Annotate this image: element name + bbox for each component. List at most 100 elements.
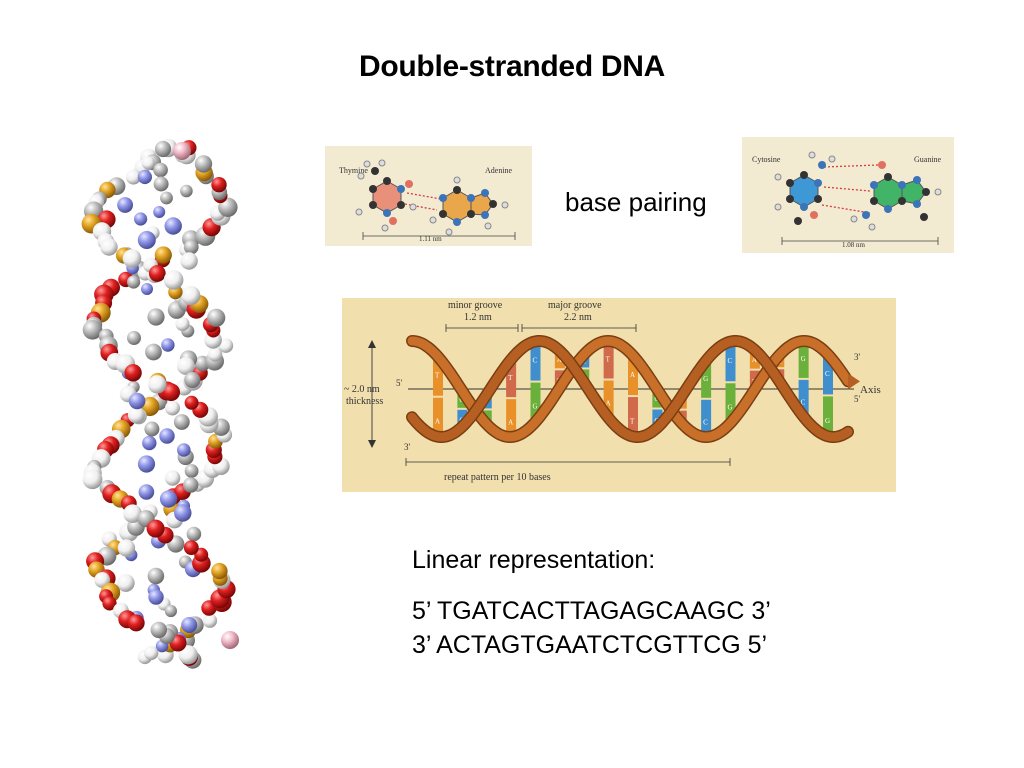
adenine-label: Adenine [485,166,513,175]
hydrogen-atom [123,504,142,523]
base-letter: C [825,370,830,378]
nitrogen-atom [164,217,182,235]
base-pairing-label: base pairing [565,187,707,217]
base-letter: A [606,400,611,408]
base-letter: G [801,355,806,363]
double-helix-diagram: minor groove 1.2 nm major groove 2.2 nm … [342,298,896,492]
cytosine-ring [789,174,819,208]
carbon-atom [207,308,226,327]
carbon-atom [173,414,190,430]
nitrogen-atom [174,504,192,522]
terminal-atom [221,631,239,649]
nitrogen-atom [153,206,166,218]
base-pair-rung: TA [506,359,517,437]
end-label-top-right: 3' [854,352,861,362]
hydrogen-atom [116,574,135,592]
hydrogen-atom [127,406,145,424]
cg-distance-label: 1.08 nm [842,241,866,249]
major-groove-value: 2.2 nm [564,312,592,323]
nitrogen-atom [117,197,133,213]
carbon-atom [127,331,141,345]
nitrogen-atom [181,617,198,633]
carbon-atom [186,526,202,542]
hydrogen-atom [148,375,167,394]
hydrogen-atom [100,238,118,256]
carbon-atom [184,371,201,389]
base-letter: C [728,357,733,365]
thymine-adenine-pair-figure: Thymine Adenine [325,146,532,246]
hydrogen-atom [177,357,195,375]
base-pair-rung: CG [823,354,833,437]
carbon-atom [147,308,165,326]
nitrogen-atom [137,455,156,473]
backbone-strand-1 [406,334,854,444]
nitrogen-atom [137,169,152,185]
base-letter: A [557,356,562,364]
nitrogen-atom [159,428,175,444]
hydrogen-atom [125,169,141,185]
base-letter: C [703,419,708,427]
end-label-bottom-right: 5' [854,394,861,404]
carbon-atom [164,604,177,618]
base-pair-rung: TA [433,356,443,437]
base-pair-rung: TA [603,341,614,419]
base-letter: T [606,355,611,363]
base-letter: T [508,374,513,382]
base-pair-rung: AT [628,355,638,437]
hydrogen-atom [175,317,190,331]
minor-groove-value: 1.2 nm [464,312,492,323]
end-label-top-left: 5' [396,378,403,388]
sugar-phosphate-backbones [406,334,860,444]
hydrogen-atom [165,400,180,416]
base-letter: A [435,418,440,426]
page-title: Double-stranded DNA [359,50,665,83]
oxygen-atom [148,265,166,282]
thymine-ring [372,180,402,214]
carbon-atom [150,621,167,639]
oxygen-atom [127,614,145,632]
nitrogen-atom [161,338,175,352]
nitrogen-atom [134,212,148,226]
hydrogen-atom [207,347,223,362]
carbon-atom [154,140,172,158]
base-letter: G [825,417,830,425]
nitrogen-atom [177,443,191,457]
carbon-atom [153,176,169,192]
nitrogen-atom [137,231,156,249]
carbon-atom [160,191,173,205]
guanine-ring [873,176,903,210]
backbone-strand-2 [406,335,854,443]
linear-representation-heading: Linear representation: [412,546,656,574]
hydrogen-atom [122,249,142,268]
cg-atoms [774,151,942,231]
hydrogen-atom [180,252,198,270]
strand-2-sequence: 3’ ACTAGTGAATCTCGTTCG 5’ [412,631,768,659]
guanine-label: Guanine [914,155,942,164]
carbon-atom [180,184,193,198]
base-letter: G [703,375,708,383]
carbon-atom [127,275,141,289]
base-letter: A [508,418,513,426]
base-letter: C [533,356,538,364]
phosphorus-atom [154,246,172,264]
terminal-atom [173,142,191,160]
nitrogen-atom [138,484,155,500]
base-pair-rung: CG [725,341,736,423]
nitrogen-atom [148,589,164,605]
hydrogen-atom [82,469,103,490]
ta-atoms [355,159,509,236]
nitrogen-atom [141,283,153,295]
base-pair-rung: CG [530,341,541,422]
base-letter: G [728,404,733,412]
base-letter: A [752,356,757,364]
hydrogen-atom [117,539,136,557]
strand-arrow [848,373,860,390]
strand-1-sequence: 5’ TGATCACTTAGAGCAAGC 3’ [412,597,771,625]
oxygen-atom [211,177,227,193]
thickness-value: ~ 2.0 nm [344,384,380,395]
oxygen-atom [146,519,165,538]
carbon-atom [147,567,165,585]
hydrogen-atom [164,470,181,486]
carbon-atom [82,320,103,340]
hydrogen-atom [163,270,184,290]
